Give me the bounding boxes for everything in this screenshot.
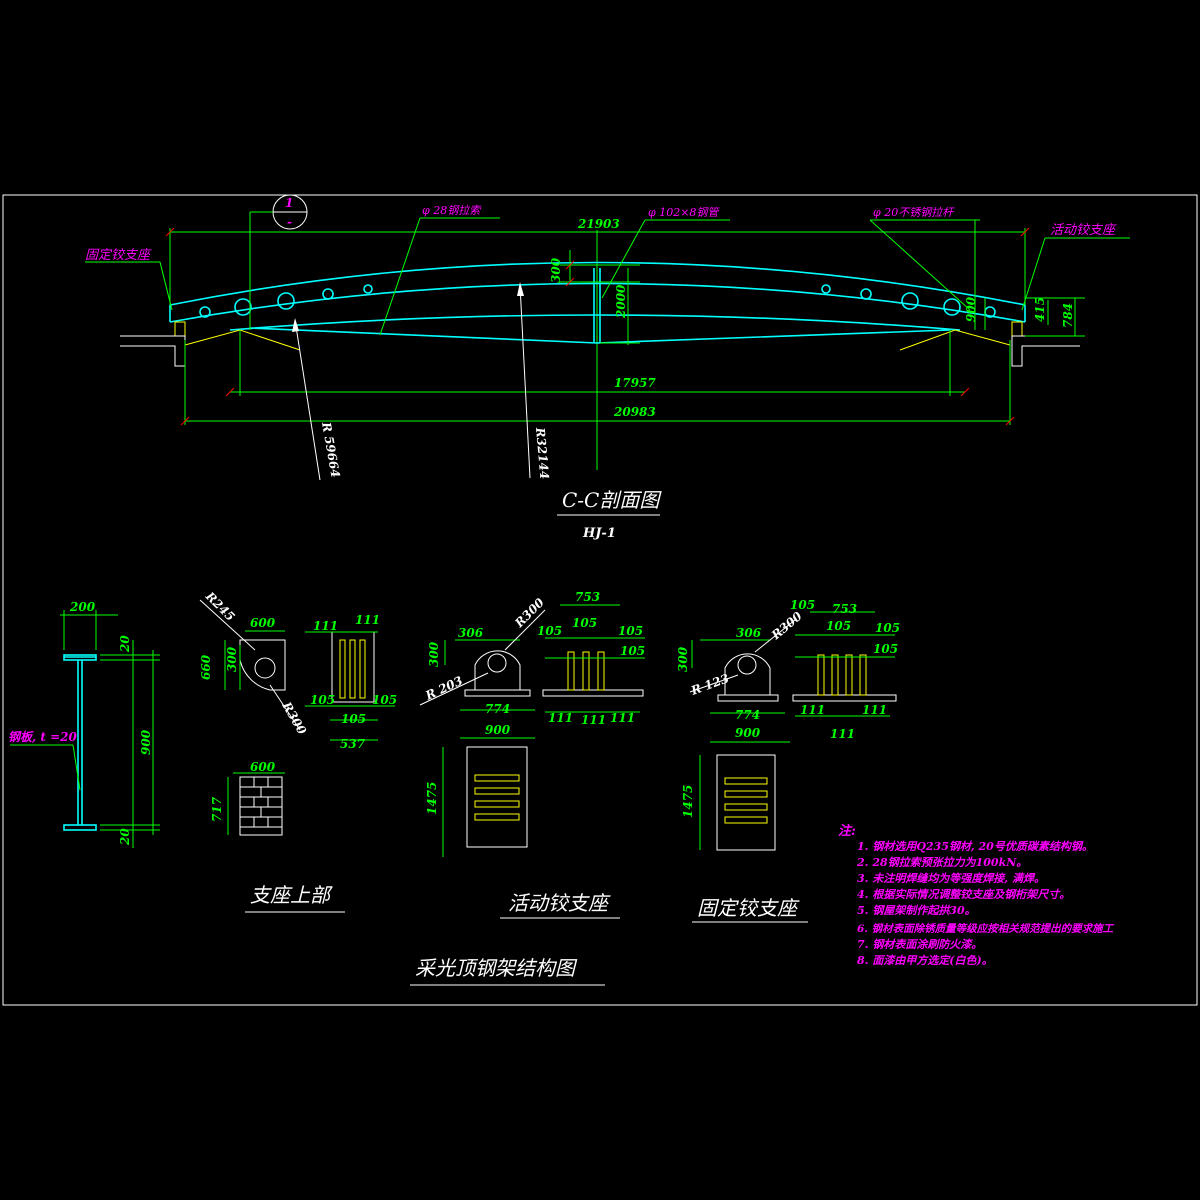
sl-h300: 300 (427, 641, 441, 667)
upper-support-detail (10, 599, 395, 848)
beam-width: 200 (69, 600, 96, 614)
left-support-plate (174, 321, 186, 337)
sliding-support-label: 活动铰支座 (1050, 222, 1117, 238)
block-h717: 717 (210, 796, 224, 822)
dim-top-span: 21903 (577, 217, 620, 231)
section-title: C-C剖面图 (562, 488, 662, 512)
d111-left: 111 (313, 619, 338, 633)
left-wall (120, 335, 186, 367)
fx-d111b: 111 (830, 727, 855, 741)
sl-d105d: 105 (620, 644, 645, 658)
dim-inner-span: 17957 (614, 376, 656, 390)
cable-label: φ 28钢拉索 (422, 204, 482, 217)
fx-w774: 774 (735, 708, 760, 722)
d111-right: 111 (355, 613, 380, 627)
fixed-title: 固定铰支座 (697, 896, 800, 920)
fx-h300: 300 (676, 646, 690, 672)
right-wall (1011, 335, 1080, 367)
beam-flange-top: 20 (118, 635, 132, 653)
notes-block: 注: 1. 钢材选用Q235钢材, 20号优质碳素结构钢。 2. 28钢拉索预张… (838, 823, 1115, 967)
sl-d111c: 111 (610, 711, 635, 725)
note-1: 1. 钢材选用Q235钢材, 20号优质碳素结构钢。 (857, 840, 1093, 853)
sl-w306: 306 (458, 626, 484, 640)
d105-mid: 105 (341, 712, 366, 726)
dim-rise: 300 (549, 257, 563, 283)
plate-h300: 300 (225, 646, 239, 672)
r300-upper: R300 (279, 699, 309, 738)
cable-line (249, 327, 951, 344)
drawing-title: 采光顶钢架结构图 (415, 956, 578, 980)
fx-d105c: 105 (875, 621, 900, 635)
plate-h660: 660 (199, 654, 213, 680)
upper-support-title: 支座上部 (250, 883, 333, 907)
section-subtitle: HJ-1 (582, 526, 616, 541)
dim-end-900: 900 (964, 296, 978, 322)
sl-w753: 753 (575, 590, 600, 604)
note-2: 2. 28钢拉索预张拉力为100kN。 (856, 856, 1027, 869)
sl-h1475: 1475 (425, 782, 439, 815)
note-3: 3. 未注明焊缝均为等强度焊接, 满焊。 (857, 872, 1045, 885)
sl-d105b: 105 (572, 616, 597, 630)
fx-d105a: 105 (790, 598, 815, 612)
fx-r300: R300 (768, 609, 805, 643)
right-support-plate (1011, 321, 1023, 337)
radius-left: R 59664 (319, 420, 343, 478)
truss-section (85, 194, 1130, 481)
fx-w306: 306 (736, 626, 762, 640)
dim-end-415: 415 (1033, 297, 1047, 322)
sl-w774: 774 (485, 702, 510, 716)
plate-note: 钢板, t =20 (8, 730, 77, 744)
fx-d105b: 105 (826, 619, 851, 633)
radius-right: R32144 (533, 426, 552, 480)
fixed-support-detail (689, 611, 897, 851)
sl-d105a: 105 (537, 624, 562, 638)
dim-outer-span: 20983 (613, 405, 656, 419)
sl-w900: 900 (485, 723, 511, 737)
callout-dash: - (287, 215, 292, 229)
sl-d105c: 105 (618, 624, 643, 638)
sl-d111b: 111 (581, 713, 606, 727)
notes-heading: 注: (838, 823, 856, 839)
d537: 537 (340, 737, 366, 751)
dim-mid-height: 2000 (614, 284, 628, 319)
sl-r203: R 203 (422, 673, 464, 703)
sliding-support-detail (419, 604, 645, 857)
d105-left: 105 (310, 693, 335, 707)
note-6: 6. 钢材表面除锈质量等级应按相关规范提出的要求施工 (857, 922, 1115, 935)
beam-height: 900 (139, 729, 153, 755)
drawing-frame (2, 194, 1198, 1006)
note-5: 5. 钢屋架制作起拱30。 (857, 904, 976, 917)
rod-label: φ 20不锈钢拉杆 (873, 206, 955, 219)
top-chord-upper (169, 261, 1026, 306)
dim-end-784: 784 (1061, 303, 1075, 328)
fx-r123: R 123 (688, 671, 731, 698)
beam-flange-bottom: 20 (118, 828, 132, 846)
sliding-title: 活动铰支座 (508, 891, 611, 915)
note-7: 7. 钢材表面涂刷防火漆。 (857, 938, 982, 951)
cable-curve (229, 314, 961, 331)
fx-w753: 753 (832, 602, 857, 616)
block-w600: 600 (250, 760, 276, 774)
note-4: 4. 根据实际情况调整铰支座及钢桁架尺寸。 (857, 888, 1070, 901)
fx-d111a: 111 (800, 703, 825, 717)
sl-d111a: 111 (548, 711, 573, 725)
fx-w900: 900 (735, 726, 761, 740)
tube-label: φ 102×8钢管 (648, 206, 720, 219)
callout-number: 1 (285, 196, 293, 210)
fixed-support-label: 固定铰支座 (85, 247, 152, 263)
plate-w600: 600 (250, 616, 276, 630)
fx-h1475: 1475 (681, 785, 695, 818)
fx-d111c: 111 (862, 703, 887, 717)
d105-right: 105 (372, 693, 397, 707)
note-8: 8. 面漆由甲方选定(白色)。 (857, 954, 993, 967)
fx-d105d: 105 (873, 642, 898, 656)
